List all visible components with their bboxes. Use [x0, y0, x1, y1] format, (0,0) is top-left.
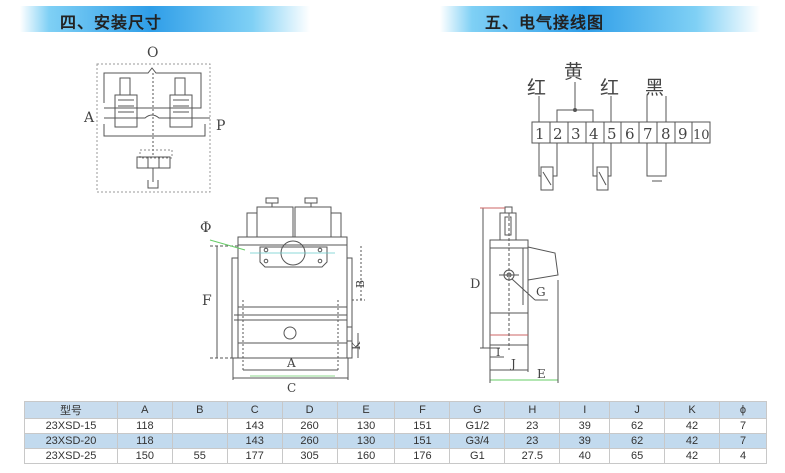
wire-label-yellow: 黄	[564, 61, 583, 83]
label-j: J	[509, 357, 516, 371]
table-cell	[171, 418, 228, 434]
col-header-i: I	[559, 401, 611, 419]
table-cell: 42	[664, 433, 720, 449]
table-cell: 260	[281, 418, 338, 434]
col-header-g: G	[449, 401, 506, 419]
table-cell: 130	[336, 418, 396, 434]
terminal-8: 8	[661, 125, 671, 143]
model-cell: 23XSD-15	[24, 418, 118, 434]
label-a: A	[83, 110, 95, 126]
table-cell: 260	[281, 433, 338, 449]
table-cell: 55	[171, 448, 228, 464]
label-e: E	[537, 367, 546, 381]
table-cell: 39	[559, 433, 611, 449]
table-cell: 23	[504, 433, 561, 449]
table-cell: 143	[226, 433, 283, 449]
table-cell: 143	[226, 418, 283, 434]
section-title-install: 四、安装尺寸	[60, 13, 163, 32]
table-cell: 118	[116, 418, 173, 434]
table-cell: 7	[719, 433, 767, 449]
table-cell: 27.5	[504, 448, 561, 464]
wire-label-black: 黑	[645, 77, 664, 99]
terminal-6: 6	[625, 125, 635, 143]
table-cell: 23	[504, 418, 561, 434]
front-view-drawing	[209, 197, 365, 380]
table-cell	[171, 433, 228, 449]
table-cell: 130	[336, 433, 396, 449]
col-header-model: 型号	[24, 401, 118, 419]
table-cell: 118	[116, 433, 173, 449]
col-header-phi: ϕ	[719, 401, 767, 419]
wiring-diagram	[531, 82, 711, 191]
col-header-d: D	[281, 401, 338, 419]
terminal-2: 2	[553, 125, 563, 143]
table-cell: 4	[719, 448, 767, 464]
col-header-k: K	[664, 401, 720, 419]
section-banner-install: 四、安装尺寸	[20, 6, 310, 32]
label-a-dim: A	[286, 356, 296, 370]
terminal-7: 7	[643, 125, 653, 143]
table-cell: G3/4	[449, 433, 506, 449]
table-cell: 177	[226, 448, 283, 464]
section-title-wiring: 五、电气接线图	[485, 13, 605, 32]
label-p: P	[216, 118, 225, 134]
side-view-drawing	[480, 206, 559, 383]
label-d: D	[470, 277, 480, 292]
table-cell: 65	[609, 448, 666, 464]
section-banner-wiring: 五、电气接线图	[440, 6, 760, 32]
terminal-4: 4	[589, 125, 599, 143]
terminal-3: 3	[571, 125, 581, 143]
label-o: O	[147, 45, 158, 61]
label-c-dim: C	[287, 381, 296, 395]
table-cell: 42	[664, 448, 720, 464]
label-b: B	[354, 280, 367, 288]
col-header-f: F	[394, 401, 451, 419]
table-cell: 39	[559, 418, 611, 434]
col-header-e: E	[336, 401, 396, 419]
terminal-9: 9	[678, 125, 688, 143]
table-cell: 42	[664, 418, 720, 434]
col-header-a: A	[116, 401, 173, 419]
col-header-b: B	[171, 401, 228, 419]
table-cell: 62	[609, 433, 666, 449]
table-cell: 40	[559, 448, 611, 464]
table-cell: 62	[609, 418, 666, 434]
table-cell: G1/2	[449, 418, 506, 434]
label-g: G	[536, 285, 546, 299]
terminal-1: 1	[535, 125, 545, 143]
col-header-c: C	[226, 401, 283, 419]
table-cell: 151	[394, 433, 451, 449]
model-cell: 23XSD-25	[24, 448, 118, 464]
terminal-5: 5	[607, 125, 617, 143]
table-cell: 151	[394, 418, 451, 434]
wire-label-red-1: 红	[527, 77, 546, 99]
label-i: I	[496, 346, 500, 359]
label-phi: Φ	[200, 220, 211, 236]
table-cell: 150	[116, 448, 173, 464]
table-cell: G1	[449, 448, 506, 464]
table-cell: 305	[281, 448, 338, 464]
terminal-numbers: 1 2 3 4 5 6 7 8 9 10	[535, 125, 710, 143]
label-k: K	[350, 341, 363, 350]
table-cell: 176	[394, 448, 451, 464]
terminal-10: 10	[693, 128, 710, 143]
table-header-row: 型号 A B C D E F G H I J K ϕ	[24, 401, 767, 419]
col-header-h: H	[504, 401, 561, 419]
wire-label-red-2: 红	[600, 77, 619, 99]
label-f: F	[202, 293, 212, 309]
table-cell: 160	[336, 448, 396, 464]
col-header-j: J	[609, 401, 666, 419]
hydraulic-schematic	[96, 63, 211, 193]
technical-drawings: O A P 红 黄 红 黑 1 2	[83, 45, 711, 395]
model-cell: 23XSD-20	[24, 433, 118, 449]
table-cell: 7	[719, 418, 767, 434]
